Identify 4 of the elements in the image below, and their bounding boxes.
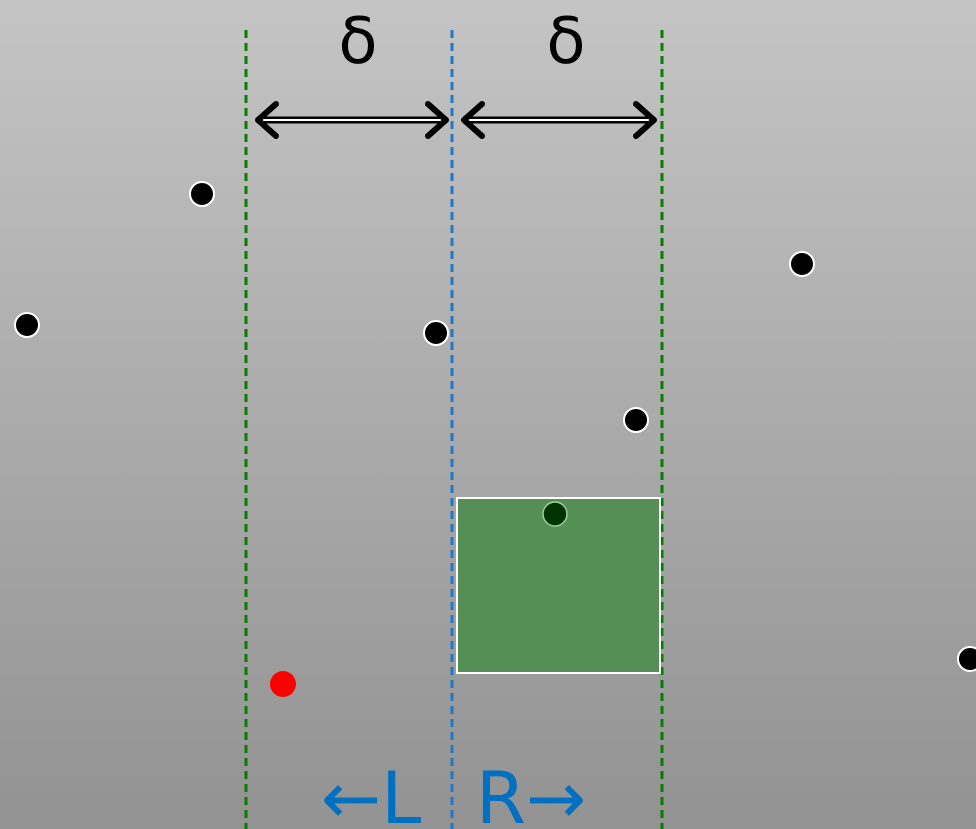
label-text: R→ [474, 762, 588, 829]
label-text: ←L [320, 762, 422, 829]
label-text: δ [545, 10, 587, 74]
label-text: δ [337, 10, 379, 74]
